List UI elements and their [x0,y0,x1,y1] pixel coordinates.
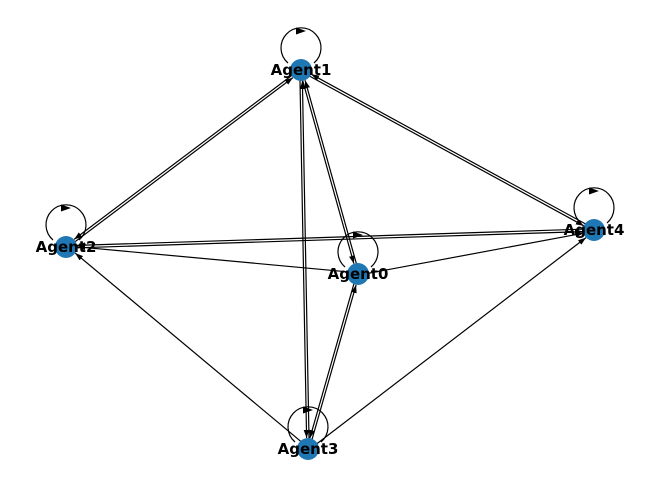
node-circle-agent4 [583,219,605,241]
edge-agent2-to-agent1 [66,77,294,249]
node-label-agent0: Agent0 [328,265,389,283]
edge-agent1-to-agent0 [299,70,355,264]
node-circle-agent2 [55,236,77,258]
edge-agent4-to-agent2 [76,228,595,248]
node-circle-agent0 [347,263,369,285]
node-agent4: Agent4 [564,219,625,241]
node-circle-agent3 [297,438,319,460]
node-agent1: Agent1 [271,59,332,81]
edge-agent2-to-agent4 [65,229,584,249]
edge-agent0-to-agent1 [304,80,360,274]
edge-agent1-to-agent2 [73,68,301,240]
edge-agent3-to-agent4 [308,237,587,451]
edge-agent1-to-agent4 [300,70,585,227]
self-loop-agent0 [337,231,379,268]
edge-agent1-to-agent3 [299,69,310,439]
edges-layer [45,27,615,451]
node-label-agent3: Agent3 [278,440,339,458]
edge-agent3-to-agent1 [299,80,310,450]
self-loop-arrow-agent1 [296,27,306,35]
self-loop-agent2 [45,204,87,241]
edge-agent3-to-agent0 [308,284,357,450]
self-loop-agent4 [573,187,615,224]
edge-agent3-to-agent2 [74,252,310,449]
node-label-agent4: Agent4 [564,221,625,239]
node-agent2: Agent2 [36,236,97,258]
self-loop-arrow-agent4 [589,187,599,195]
edge-agent4-to-agent1 [310,73,595,230]
self-loop-arrow-agent2 [61,204,71,212]
node-agent3: Agent3 [278,438,339,460]
node-agent0: Agent0 [328,263,389,285]
edge-agent0-to-agent4 [358,231,584,276]
node-circle-agent1 [290,59,312,81]
node-label-agent1: Agent1 [271,61,332,79]
edge-agent0-to-agent3 [309,273,358,439]
edge-agent0-to-agent2 [77,244,359,274]
node-label-agent2: Agent2 [36,238,97,256]
self-loop-agent1 [280,27,322,64]
